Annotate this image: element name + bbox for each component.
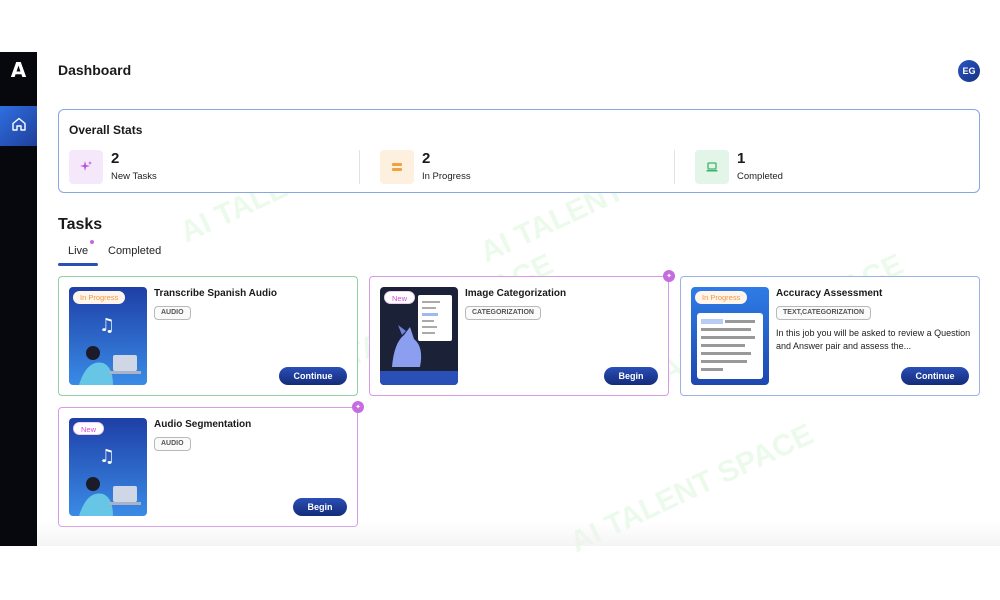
audio-illustration: ♫: [79, 315, 141, 385]
divider: [674, 150, 675, 184]
tasks-heading: Tasks: [58, 216, 103, 233]
stat-label: New Tasks: [111, 171, 157, 182]
status-badge: In Progress: [695, 291, 748, 304]
sparkle-icon: [69, 150, 103, 184]
status-badge: New: [73, 422, 105, 435]
text-illustration: [697, 313, 763, 379]
task-title: Accuracy Assessment: [776, 288, 883, 299]
user-avatar[interactable]: EG: [958, 60, 980, 82]
overall-stats-panel: Overall Stats 2 New Tasks 2 In Progress …: [58, 109, 980, 193]
stat-label: Completed: [737, 171, 783, 182]
status-badge: In Progress: [73, 291, 126, 304]
app-logo[interactable]: A: [10, 58, 27, 82]
continue-button[interactable]: Continue: [901, 367, 969, 385]
task-thumbnail: New: [380, 287, 458, 385]
svg-text:♫: ♫: [99, 446, 115, 467]
task-description: In this job you will be asked to review …: [776, 328, 971, 351]
audio-illustration: ♫: [79, 446, 141, 516]
task-card[interactable]: In Progress ♫ Transcribe Spanish Audio A…: [58, 276, 358, 396]
sparkle-icon: ✦: [663, 270, 675, 282]
task-title: Transcribe Spanish Audio: [154, 288, 277, 299]
page-title: Dashboard: [58, 62, 132, 78]
task-title: Audio Segmentation: [154, 419, 252, 430]
app-window: AI TALENT SPACE AI TALENT SPACE AI TALEN…: [0, 52, 1000, 559]
stat-value: 2: [422, 150, 431, 167]
task-tag: TEXT,CATEGORIZATION: [776, 306, 872, 320]
bottom-fade: [37, 522, 1000, 546]
task-card[interactable]: ✦ New ♫ Audio Segmentation AUDIO Begin: [58, 401, 364, 527]
task-title: Image Categorization: [465, 288, 567, 299]
svg-text:♫: ♫: [99, 315, 115, 336]
server-icon: [380, 150, 414, 184]
continue-button[interactable]: Continue: [279, 367, 347, 385]
tab-live[interactable]: Live: [68, 245, 89, 257]
stat-value: 2: [111, 150, 120, 167]
sidebar-item-home[interactable]: [0, 106, 37, 146]
sparkle-icon: ✦: [352, 401, 364, 413]
stat-label: In Progress: [422, 171, 471, 182]
status-badge: New: [384, 291, 416, 304]
task-tag: AUDIO: [154, 437, 191, 451]
task-tag: AUDIO: [154, 306, 191, 320]
task-card[interactable]: In Progress Accuracy Assessment TEXT,CAT…: [680, 276, 980, 396]
sidebar: A: [0, 52, 37, 546]
active-tab-underline: [58, 263, 98, 266]
image-illustration: [380, 295, 458, 385]
tab-completed[interactable]: Completed: [108, 245, 162, 257]
begin-button[interactable]: Begin: [293, 498, 347, 516]
stat-value: 1: [737, 150, 746, 167]
task-card[interactable]: ✦ New Image Categorization CATEGORIZATIO…: [369, 270, 675, 396]
tab-indicator-dot: [90, 240, 94, 244]
task-thumbnail: In Progress ♫: [69, 287, 147, 385]
stats-title: Overall Stats: [69, 123, 143, 137]
task-thumbnail: New ♫: [69, 418, 147, 516]
task-tag: CATEGORIZATION: [465, 306, 541, 320]
task-thumbnail: In Progress: [691, 287, 769, 385]
home-icon: [11, 116, 27, 137]
divider: [359, 150, 360, 184]
laptop-icon: [695, 150, 729, 184]
begin-button[interactable]: Begin: [604, 367, 658, 385]
